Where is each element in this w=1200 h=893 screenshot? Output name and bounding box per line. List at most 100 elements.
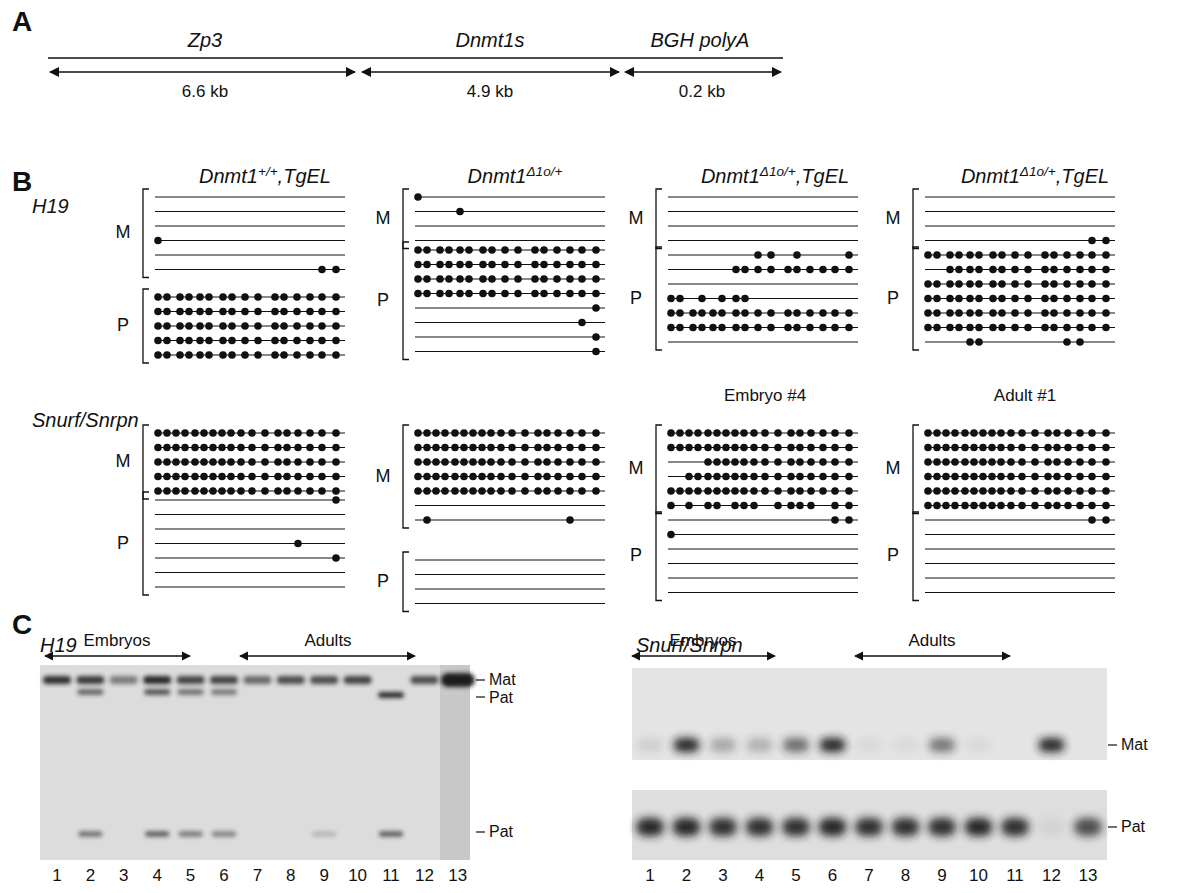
methylated-cpg: [196, 351, 204, 359]
methylated-cpg: [163, 308, 171, 316]
lane-number: 13: [448, 867, 467, 886]
methylated-cpg: [979, 458, 987, 466]
allele-bracket: [656, 512, 662, 601]
methylated-cpg: [1063, 324, 1071, 332]
methylated-cpg: [283, 458, 291, 466]
methylated-cpg: [293, 322, 301, 330]
methylated-cpg: [806, 309, 814, 317]
methylated-cpg: [531, 261, 539, 269]
band-label-text: Pat: [1121, 818, 1145, 835]
genotype-label: Dnmt1+/+,TgEL: [199, 165, 331, 187]
methylated-cpg: [478, 458, 486, 466]
gel-band: [43, 676, 71, 684]
methylated-cpg: [997, 458, 1005, 466]
construct-part: Dnmt1s: [456, 29, 525, 51]
sample-label: Embryo #4: [724, 387, 806, 406]
methylated-cpg: [933, 502, 941, 510]
methylated-cpg: [501, 261, 509, 269]
gel-band: [674, 738, 700, 752]
clone-line: [155, 587, 345, 588]
gel-band: [379, 832, 403, 837]
methylated-cpg: [966, 324, 974, 332]
methylated-cpg: [332, 266, 340, 274]
methylated-cpg: [271, 293, 279, 301]
methylated-cpg: [501, 246, 509, 254]
methylated-cpg: [694, 473, 702, 481]
methylated-cpg: [1053, 473, 1061, 481]
allele-label: P: [117, 316, 129, 336]
allele-bracket: [403, 425, 409, 528]
methylated-cpg: [741, 309, 749, 317]
methylated-cpg: [694, 487, 702, 495]
methylated-cpg: [423, 473, 431, 481]
panel-letter: B: [12, 167, 32, 198]
methylated-cpg: [1088, 429, 1096, 437]
methylated-cpg: [1076, 429, 1084, 437]
gel-band: [966, 738, 992, 752]
methylated-cpg: [955, 280, 963, 288]
methylated-cpg: [154, 308, 162, 316]
methylated-cpg: [975, 251, 983, 259]
methylated-cpg: [566, 458, 574, 466]
methylated-cpg: [1102, 473, 1110, 481]
methylated-cpg: [294, 487, 302, 495]
methylated-cpg: [998, 251, 1006, 259]
methylated-cpg: [497, 473, 505, 481]
methylated-cpg: [414, 246, 422, 254]
methylated-cpg: [478, 473, 486, 481]
methylated-cpg: [933, 280, 941, 288]
clone-line: [415, 226, 605, 227]
methylated-cpg: [423, 444, 431, 452]
methylated-cpg: [1007, 502, 1015, 510]
methylated-cpg: [274, 444, 282, 452]
methylated-cpg: [478, 487, 486, 495]
methylated-cpg: [831, 266, 839, 274]
lane-number: 9: [937, 867, 946, 886]
length-label: 4.9 kb: [467, 83, 513, 102]
methylated-cpg: [740, 502, 748, 510]
lane-number-text: 4: [755, 866, 764, 885]
gel-band: [709, 818, 737, 836]
methylated-cpg: [508, 473, 516, 481]
methylated-cpg: [966, 309, 974, 317]
methylated-cpg: [1011, 309, 1019, 317]
methylated-cpg: [578, 429, 586, 437]
lane-number: 13: [1079, 867, 1098, 886]
genotype-label-text: Dnmt1: [468, 165, 527, 187]
methylated-cpg: [163, 444, 171, 452]
methylated-cpg: [704, 473, 712, 481]
clone-line: [668, 197, 858, 198]
clone-line: [415, 197, 605, 198]
band-label: Pat: [489, 823, 513, 841]
methylated-cpg: [441, 444, 449, 452]
methylated-cpg: [845, 502, 853, 510]
gel-band: [673, 818, 701, 836]
construct-part: Zp3: [188, 29, 222, 51]
genotype-superscript: Δ1o/+: [526, 164, 562, 179]
lane-number-text: 8: [901, 866, 910, 885]
methylated-cpg: [924, 280, 932, 288]
clone-line: [155, 558, 345, 559]
methylated-cpg: [722, 458, 730, 466]
methylated-cpg: [1011, 324, 1019, 332]
methylated-cpg: [163, 473, 171, 481]
lane-number: 10: [969, 867, 988, 886]
methylated-cpg: [460, 429, 468, 437]
clone-line: [668, 505, 858, 506]
methylated-cpg: [667, 502, 675, 510]
lane-number-text: 5: [791, 866, 800, 885]
methylated-cpg: [924, 458, 932, 466]
methylated-cpg: [819, 473, 827, 481]
methylated-cpg: [946, 295, 954, 303]
methylated-cpg: [154, 322, 162, 330]
methylated-cpg: [487, 473, 495, 481]
methylated-cpg: [989, 324, 997, 332]
methylated-cpg: [261, 487, 269, 495]
lane-number: 11: [1006, 867, 1024, 886]
methylated-cpg: [414, 429, 422, 437]
methylated-cpg: [318, 429, 326, 437]
methylated-cpg: [423, 429, 431, 437]
methylated-cpg: [534, 444, 542, 452]
lane-number-text: 10: [969, 866, 988, 885]
